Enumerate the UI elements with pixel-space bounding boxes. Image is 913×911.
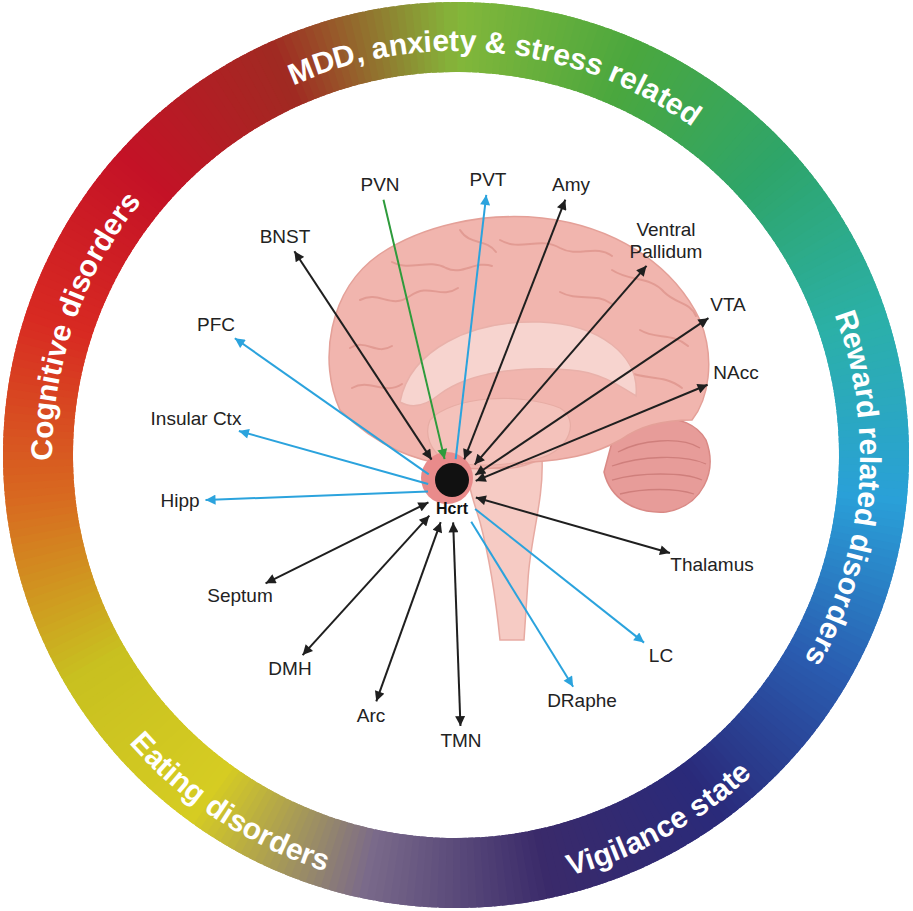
cerebellum-folds <box>612 441 706 494</box>
region-name: Septum <box>205 585 274 607</box>
region-label-node: PVN <box>358 174 401 196</box>
ring-letter: d <box>851 398 883 420</box>
region-label-node: VTA <box>708 294 748 316</box>
connector-arrow <box>383 200 444 459</box>
connector-arrow <box>453 522 460 726</box>
region-label-node: DRaphe <box>545 690 619 712</box>
ring-letter: l <box>855 455 885 464</box>
ring-letter: x <box>405 27 425 58</box>
ring-letter: r <box>854 426 885 439</box>
region-name: TMN <box>438 730 483 752</box>
ring-letter: y <box>459 26 477 56</box>
region-name: Hipp <box>158 490 201 512</box>
region-label-node: Hipp <box>158 490 201 512</box>
connector-arrow <box>476 385 708 481</box>
connector-arrow <box>303 516 430 655</box>
connector-arrow <box>266 502 429 583</box>
region-label-node: BNST <box>258 226 313 248</box>
brainstem <box>468 458 543 640</box>
region-name: NAcc <box>711 362 760 384</box>
region-name: Arc <box>355 705 388 727</box>
region-name: PFC <box>195 314 237 336</box>
connector-arrow <box>239 431 428 484</box>
region-label-node: TMN <box>438 730 483 752</box>
ring-letter: C <box>27 439 57 461</box>
region-label-node: DMH <box>266 658 313 680</box>
region-label-node: Septum <box>205 585 274 607</box>
connector-arrow <box>475 509 644 643</box>
ring-letter: & <box>484 27 508 59</box>
connector-arrow <box>475 318 708 475</box>
ring-letter: g <box>28 401 60 422</box>
region-label-node: PFC <box>195 314 237 336</box>
hcrt-circle-node: Hcrt <box>432 463 472 518</box>
region-label-node: Thalamus <box>668 554 755 576</box>
region-label-node: Arc <box>355 705 388 727</box>
region-name: PVT <box>468 169 509 191</box>
connector-arrow <box>464 200 565 460</box>
region-label-node: Amy <box>550 174 592 196</box>
region-name: PVN <box>358 174 401 196</box>
region-name: LC <box>647 645 675 667</box>
connector-arrow <box>206 492 428 500</box>
region-label-node: LC <box>647 645 675 667</box>
region-name: VTA <box>708 294 748 316</box>
connector-arrow <box>456 195 487 459</box>
connector-arrow <box>294 251 431 459</box>
region-label-node: Insular Ctx <box>149 408 244 430</box>
node-title: Hcrt <box>432 500 472 518</box>
connector-arrow <box>471 522 573 687</box>
ring-letter: o <box>27 420 58 440</box>
ring-letter: a <box>854 463 885 481</box>
ring-letter: e <box>432 26 450 57</box>
ring-letter: e <box>855 438 885 455</box>
region-label-node: PVT <box>468 169 509 191</box>
hypothalamus <box>421 452 473 504</box>
region-name: BNST <box>258 226 313 248</box>
connector-arrow <box>235 338 429 474</box>
region-name: DRaphe <box>545 690 619 712</box>
region-name: Insular Ctx <box>149 408 244 430</box>
region-name: Amy <box>550 174 592 196</box>
region-label-node: NAcc <box>711 362 760 384</box>
region-name: Thalamus <box>668 554 755 576</box>
region-name: Ventral Pallidum <box>618 219 714 263</box>
region-name: DMH <box>266 658 313 680</box>
corpus-callosum <box>400 322 636 406</box>
ring-letter: t <box>449 26 459 56</box>
region-label-node: Ventral Pallidum <box>618 219 718 263</box>
connector-arrow <box>475 266 647 465</box>
connector-arrow <box>376 522 440 701</box>
black-dot <box>435 463 469 497</box>
connector-arrow <box>476 498 670 553</box>
